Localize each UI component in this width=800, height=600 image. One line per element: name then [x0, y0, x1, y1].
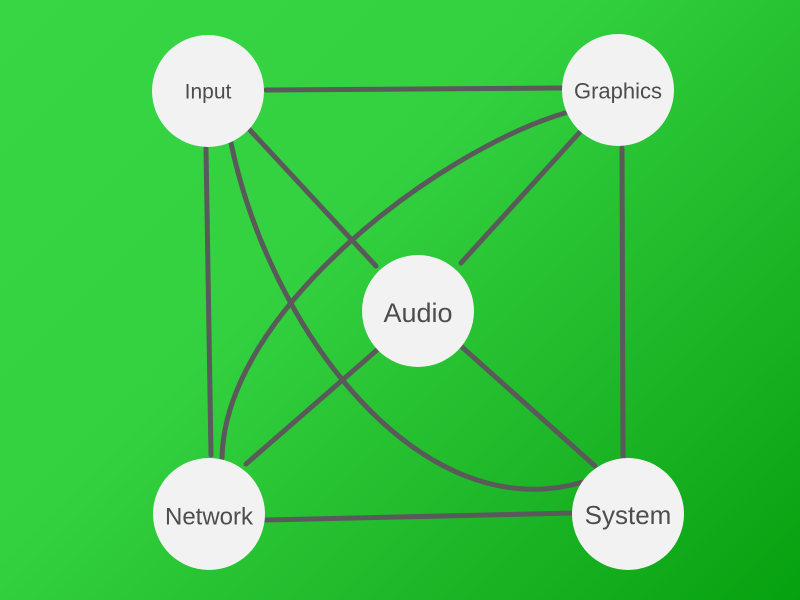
node-system-label: System	[585, 500, 672, 530]
edge-graphics-system	[619, 145, 626, 461]
node-network-circle	[153, 458, 265, 570]
node-network: Network	[153, 458, 265, 570]
node-network-label: Network	[165, 504, 254, 531]
node-audio-label: Audio	[383, 298, 452, 328]
node-graphics-circle	[562, 34, 674, 146]
edge-input-graphics	[263, 85, 565, 93]
edge-audio-network	[243, 347, 380, 467]
edge-network-system	[263, 510, 576, 523]
node-audio-circle	[362, 255, 474, 367]
node-system: System	[572, 458, 684, 570]
edge-input-audio	[245, 125, 379, 269]
edge-input-system	[228, 140, 586, 492]
node-audio: Audio	[362, 255, 474, 367]
edge-graphics-network	[219, 110, 568, 461]
node-input-circle	[152, 35, 264, 147]
edge-input-network	[203, 145, 214, 458]
node-system-circle	[572, 458, 684, 570]
node-input-label: Input	[185, 81, 232, 104]
node-input: Input	[152, 35, 264, 147]
edges	[203, 85, 626, 523]
node-graphics-label: Graphics	[574, 79, 662, 104]
edge-graphics-audio	[458, 129, 583, 266]
node-graphics: Graphics	[562, 34, 674, 146]
edge-audio-system	[459, 344, 598, 469]
